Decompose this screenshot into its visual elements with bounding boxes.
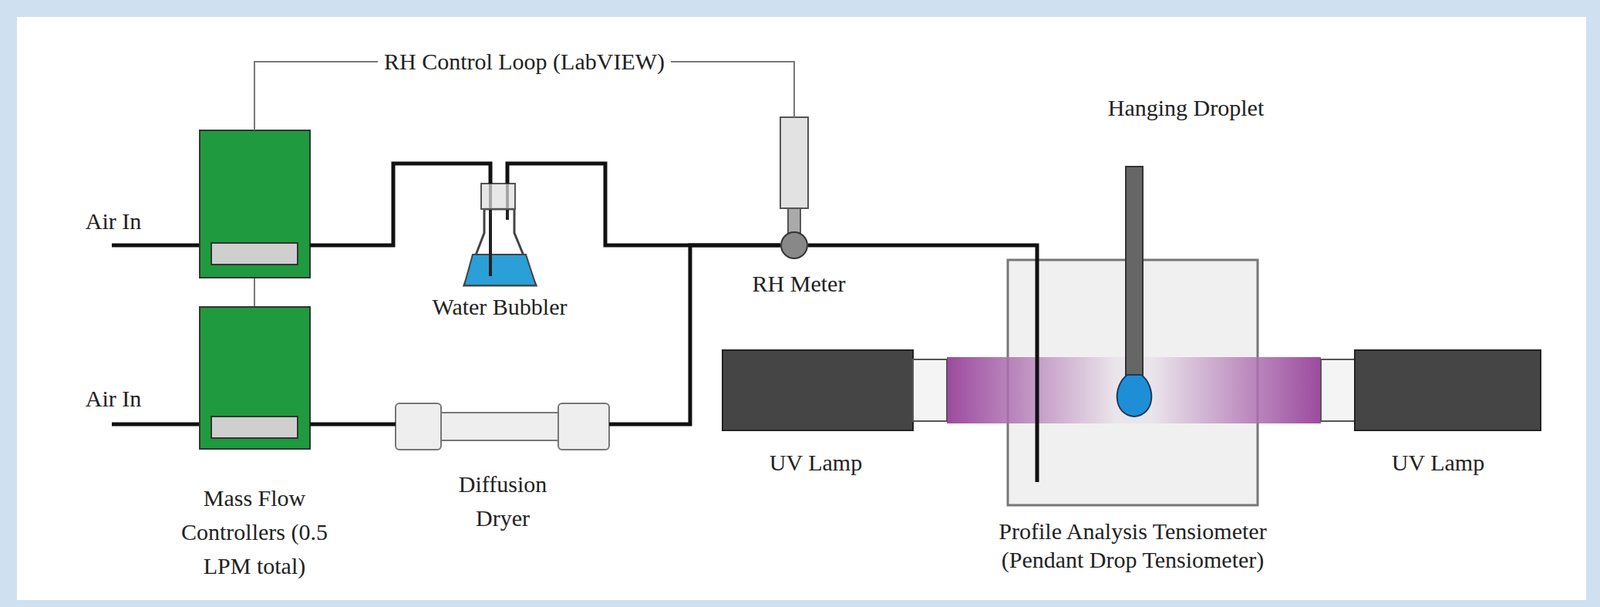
lamp-label: UV Lamp xyxy=(769,447,863,479)
dryer-body xyxy=(441,412,559,441)
inlet-label: Air In xyxy=(85,205,142,237)
component-label: RH Meter xyxy=(752,266,846,301)
rh-probe xyxy=(780,117,809,209)
air-pipe xyxy=(309,422,396,427)
dryer-cap xyxy=(395,403,442,450)
air-inlet-line xyxy=(111,243,200,248)
component-label: Mass Flow Controllers (0.5 LPM total) xyxy=(161,481,347,583)
link-line xyxy=(253,277,256,307)
air-pipe xyxy=(507,163,781,246)
water-bubbler: Water Bubbler xyxy=(462,183,538,287)
uv-lamp xyxy=(1354,350,1541,431)
tensiometer: Profile Analysis Tensiometer(Pendant Dro… xyxy=(1007,259,1258,506)
droplet-label: Hanging Droplet xyxy=(1108,92,1264,124)
air-inlet-line xyxy=(111,422,200,427)
lamp-label: UV Lamp xyxy=(1391,447,1485,479)
mass-flow-controller xyxy=(199,306,310,449)
inlet-pipe xyxy=(1035,259,1040,482)
needle xyxy=(1125,166,1143,378)
component-label: Profile Analysis Tensiometer xyxy=(998,514,1267,549)
stopper xyxy=(481,183,516,209)
droplet xyxy=(1117,374,1152,417)
water xyxy=(464,254,536,286)
uv-lamp xyxy=(722,350,913,431)
component-label: (Pendant Drop Tensiometer) xyxy=(1001,542,1265,577)
dryer-cap xyxy=(558,403,610,450)
air-pipe xyxy=(309,163,491,246)
rh-meter: RH Meter xyxy=(780,117,809,259)
rh-probe-neck xyxy=(788,208,801,233)
controller-slot xyxy=(211,242,298,265)
rh-sensor xyxy=(781,232,808,259)
inlet-label: Air In xyxy=(85,383,142,415)
mass-flow-controllers: Mass Flow Controllers (0.5 LPM total) xyxy=(199,130,310,449)
component-label: Water Bubbler xyxy=(431,289,567,324)
lamp-cap xyxy=(912,359,947,422)
component-label: Diffusion Dryer xyxy=(437,467,569,536)
loop-label: RH Control Loop (LabVIEW) xyxy=(377,46,671,78)
mass-flow-controller xyxy=(199,130,310,278)
flask xyxy=(464,208,536,286)
air-pipe xyxy=(808,245,1038,260)
controller-slot xyxy=(211,416,298,438)
lamp-cap xyxy=(1320,359,1355,422)
diffusion-dryer: Diffusion Dryer xyxy=(395,403,610,450)
